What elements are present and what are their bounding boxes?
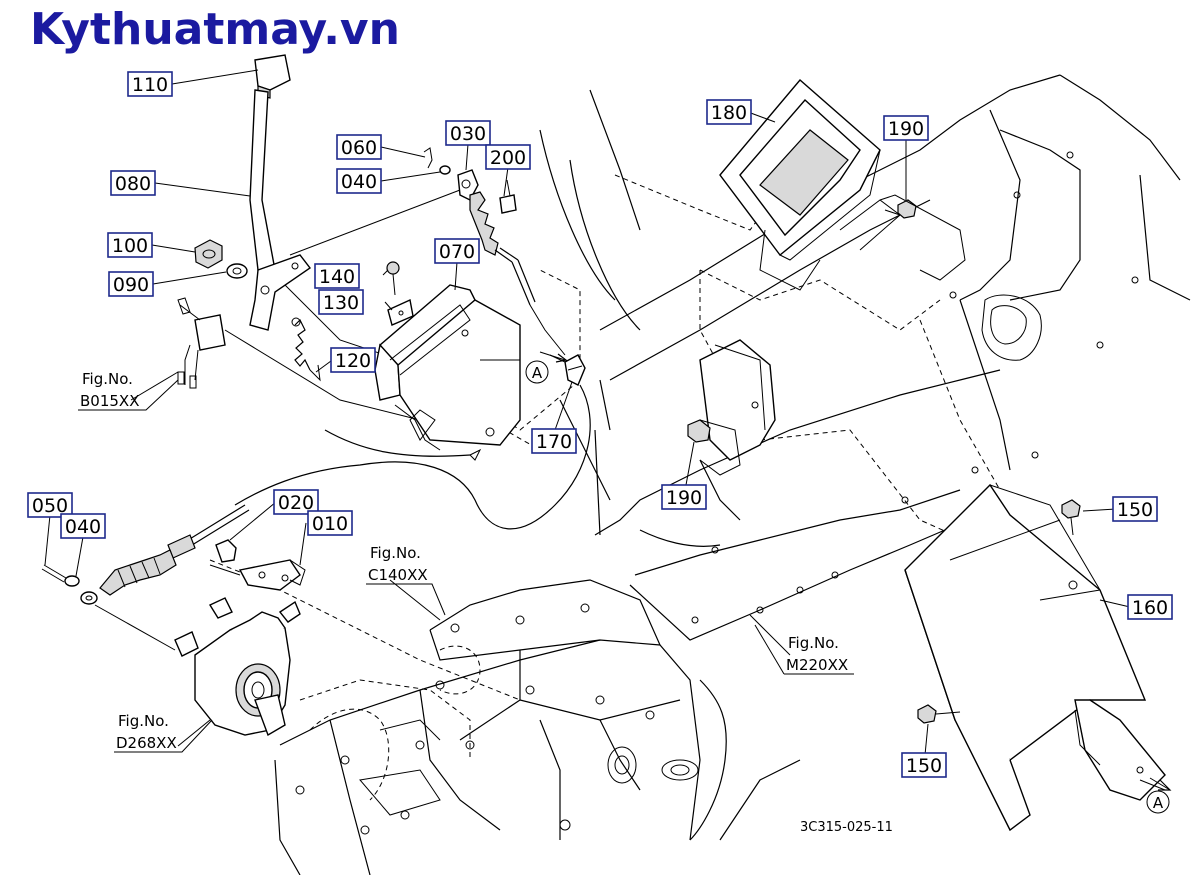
part-label-150-top: 150 (1112, 496, 1158, 522)
spring-120 (291, 317, 321, 382)
svg-text:M220XX: M220XX (786, 656, 848, 674)
svg-text:110: 110 (132, 74, 168, 96)
svg-text:070: 070 (439, 241, 475, 263)
panel-160 (904, 483, 1166, 832)
svg-text:Fig.No.: Fig.No. (788, 634, 839, 652)
part-label-040-bottom: 040 (60, 513, 106, 539)
control-cable (234, 384, 591, 530)
svg-text:C140XX: C140XX (368, 566, 428, 584)
part-label-190-mid: 190 (661, 484, 707, 510)
svg-text:100: 100 (112, 235, 148, 257)
svg-text:050: 050 (32, 495, 68, 517)
bracket-070 (374, 284, 521, 451)
bracket-mid (687, 339, 776, 476)
svg-text:040: 040 (341, 171, 377, 193)
part-label-100: 100 (107, 232, 153, 258)
svg-text:Fig.No.: Fig.No. (370, 544, 421, 562)
fig-ref-c140: Fig.No. C140XX (366, 544, 446, 616)
part-label-050: 050 (27, 492, 73, 518)
svg-text:D268XX: D268XX (116, 734, 177, 752)
svg-text:190: 190 (666, 487, 702, 509)
svg-text:170: 170 (536, 431, 572, 453)
svg-text:200: 200 (490, 147, 526, 169)
part-label-170: 170 (531, 428, 577, 454)
svg-text:A: A (532, 364, 543, 382)
lever-assembly (177, 54, 461, 421)
svg-text:B015XX: B015XX (80, 392, 139, 410)
svg-text:080: 080 (115, 173, 151, 195)
part-label-190-top: 190 (883, 115, 929, 141)
svg-text:160: 160 (1132, 597, 1168, 619)
clutch-release-housing (174, 597, 301, 737)
svg-text:150: 150 (906, 755, 942, 777)
bolts-150 (917, 499, 1081, 724)
bracket-010-020 (209, 539, 306, 591)
svg-text:190: 190 (888, 118, 924, 140)
svg-text:030: 030 (450, 123, 486, 145)
svg-text:060: 060 (341, 137, 377, 159)
part-label-080: 080 (110, 170, 156, 196)
part-label-010: 010 (307, 510, 353, 536)
part-label-150-bottom: 150 (901, 752, 947, 778)
svg-text:090: 090 (113, 274, 149, 296)
svg-text:180: 180 (711, 102, 747, 124)
part-label-040-top: 040 (336, 168, 382, 194)
leader-lines (44, 69, 1131, 756)
svg-text:130: 130 (323, 292, 359, 314)
bolt-190-top (879, 194, 966, 281)
drawing-code: 3C315-025-11 (800, 820, 893, 835)
svg-text:A: A (1153, 794, 1164, 812)
part-label-160: 160 (1127, 594, 1173, 620)
fig-ref-m220: Fig.No. M220XX (754, 624, 854, 675)
figure-references: Fig.No. B015XX Fig.No. C140XX Fig.No. M2… (78, 370, 854, 753)
part-labels: 110 080 100 090 060 040 030 200 140 130 … (27, 71, 1173, 778)
cover-180 (719, 79, 901, 291)
transmission-case (274, 579, 701, 875)
part-label-090: 090 (108, 271, 154, 297)
fig-ref-b015: Fig.No. B015XX (78, 370, 179, 411)
svg-text:Fig.No.: Fig.No. (118, 712, 169, 730)
part-label-020: 020 (273, 489, 319, 515)
part-label-140: 140 (314, 263, 360, 289)
part-label-030: 030 (445, 120, 491, 146)
clip-170 (549, 354, 586, 386)
svg-text:120: 120 (335, 350, 371, 372)
clip-130-bolt-140 (386, 261, 414, 326)
svg-text:040: 040 (65, 516, 101, 538)
part-label-060: 060 (336, 134, 382, 160)
svg-text:140: 140 (319, 266, 355, 288)
part-label-180: 180 (706, 99, 752, 125)
svg-text:020: 020 (278, 492, 314, 514)
view-markers: A A (525, 351, 1172, 814)
part-label-200: 200 (485, 144, 531, 170)
part-label-110: 110 (127, 71, 173, 97)
view-marker-a-left: A (525, 351, 568, 384)
part-label-120: 120 (330, 347, 376, 373)
view-marker-a-right: A (1146, 777, 1172, 814)
part-label-130: 130 (318, 289, 364, 315)
svg-text:010: 010 (312, 513, 348, 535)
clutch-cable-end (41, 504, 250, 651)
fig-ref-d268: Fig.No. D268XX (114, 712, 213, 753)
cable-head-assembly (423, 147, 566, 356)
svg-text:Fig.No.: Fig.No. (82, 370, 133, 388)
svg-text:150: 150 (1117, 499, 1153, 521)
part-label-070: 070 (434, 238, 480, 264)
site-watermark: Kythuatmay.vn (30, 4, 400, 55)
